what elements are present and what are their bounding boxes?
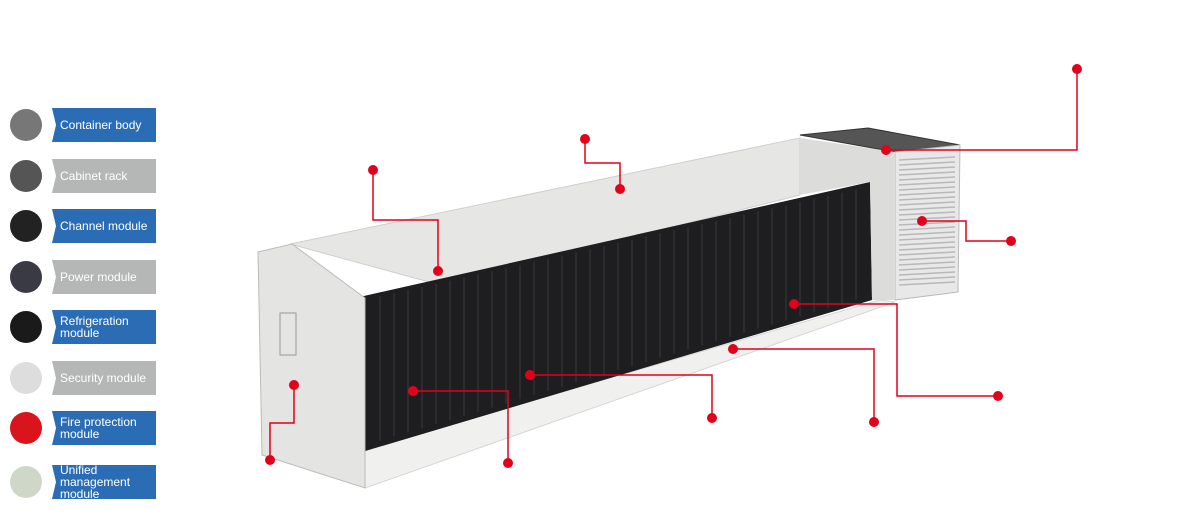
legend-item[interactable]: Fire protection module: [10, 411, 156, 445]
callout-dot: [408, 386, 418, 396]
callout-dot: [433, 266, 443, 276]
fire-protection-thumbnail-icon: [10, 412, 42, 444]
louver: [898, 161, 956, 166]
legend-label: Power module: [52, 260, 156, 294]
management-thumbnail-icon: [10, 466, 42, 498]
callout-line: [794, 303, 998, 397]
legend-label: Unified management module: [52, 465, 156, 499]
louver: [898, 231, 956, 236]
louver: [898, 186, 956, 191]
callout-dot: [881, 145, 891, 155]
security-camera-thumbnail-icon: [10, 362, 42, 394]
callout-line: [584, 139, 621, 189]
louver: [898, 191, 956, 196]
louver: [898, 211, 956, 216]
legend-item[interactable]: Unified management module: [10, 465, 156, 499]
louver: [898, 171, 956, 176]
louver: [898, 241, 956, 246]
louver: [898, 261, 956, 266]
callout-dot: [993, 391, 1003, 401]
louver: [898, 251, 956, 256]
legend-label: Channel module: [52, 209, 156, 243]
legend-label: Fire protection module: [52, 411, 156, 445]
louver: [898, 281, 956, 286]
louver: [898, 206, 956, 211]
louver: [898, 256, 956, 261]
callout-line: [922, 220, 1011, 242]
callout-dot: [503, 458, 513, 468]
louver: [898, 201, 956, 206]
callout-dot: [917, 216, 927, 226]
power-module-thumbnail-icon: [10, 261, 42, 293]
callout-dot: [707, 413, 717, 423]
callout-dot: [1006, 236, 1016, 246]
cabinet-rack-thumbnail-icon: [10, 160, 42, 192]
louver: [898, 271, 956, 276]
container-right-side: [800, 138, 895, 300]
callout-dot: [265, 455, 275, 465]
louver: [898, 166, 956, 171]
callout-line: [413, 390, 509, 463]
callout-line: [530, 374, 713, 418]
callout-lines: [265, 64, 1082, 468]
callout-line: [886, 69, 1078, 151]
louver: [898, 221, 956, 226]
callout-dot: [789, 299, 799, 309]
callout-line: [733, 348, 875, 422]
legend-item[interactable]: Refrigeration module: [10, 310, 156, 344]
legend-item[interactable]: Power module: [10, 260, 156, 294]
container-door-window: [279, 312, 297, 356]
legend-item[interactable]: Cabinet rack: [10, 159, 156, 193]
louver: [898, 176, 956, 181]
callout-line: [372, 170, 439, 271]
louver: [898, 266, 956, 271]
callout-dot: [525, 370, 535, 380]
callout-dot: [1072, 64, 1082, 74]
callout-dot: [615, 184, 625, 194]
callout-dot: [580, 134, 590, 144]
callout-dot: [289, 380, 299, 390]
louver: [898, 236, 956, 241]
legend-item[interactable]: Security module: [10, 361, 156, 395]
legend-item[interactable]: Channel module: [10, 209, 156, 243]
callout-line: [269, 385, 295, 460]
container-body-thumbnail-icon: [10, 109, 42, 141]
louver: [898, 216, 956, 221]
callout-dot: [368, 165, 378, 175]
legend-label: Cabinet rack: [52, 159, 156, 193]
louver: [898, 181, 956, 186]
legend-item[interactable]: Container body: [10, 108, 156, 142]
legend-label: Refrigeration module: [52, 310, 156, 344]
louver: [898, 196, 956, 201]
louver: [898, 246, 956, 251]
cabinet-racks: [355, 182, 872, 452]
callout-dot: [728, 344, 738, 354]
louver: [898, 226, 956, 231]
legend-label: Container body: [52, 108, 156, 142]
cooling-unit-louvers: [898, 156, 956, 286]
legend-label: Security module: [52, 361, 156, 395]
rack-dividers: [379, 189, 857, 441]
channel-module-thumbnail-icon: [10, 210, 42, 242]
refrigeration-module-thumbnail-icon: [10, 311, 42, 343]
louver: [898, 276, 956, 281]
container-left-end: [257, 243, 366, 489]
callout-dot: [869, 417, 879, 427]
louver: [898, 156, 956, 161]
